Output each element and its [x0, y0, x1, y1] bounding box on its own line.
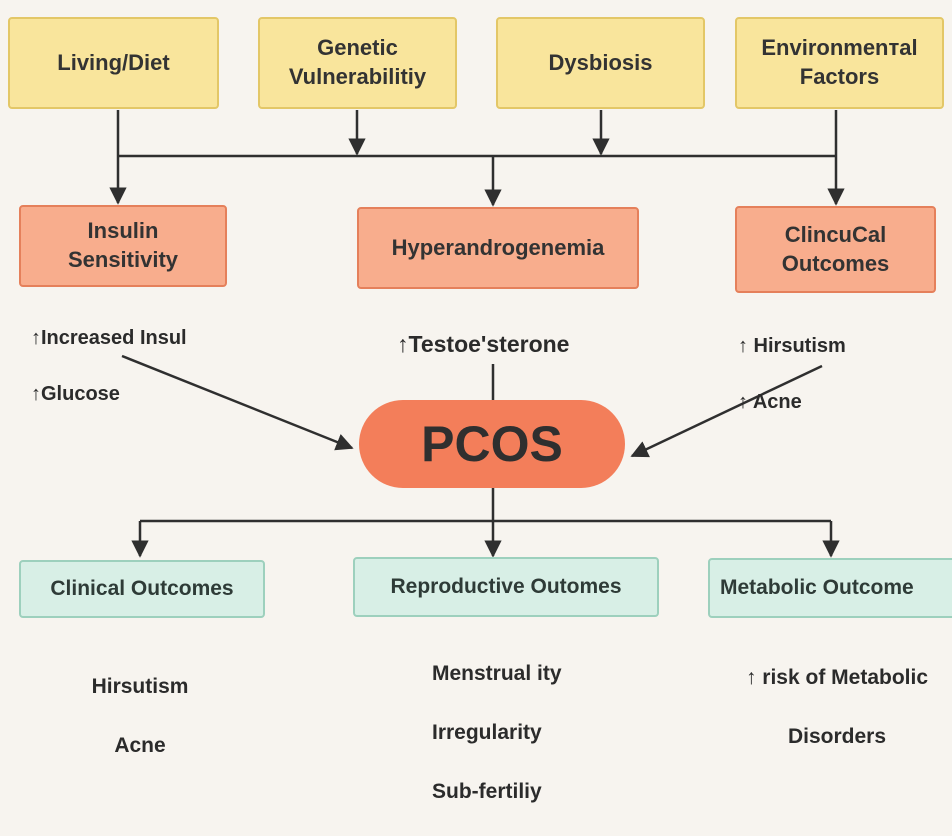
note-menstrual: Menstrual ity [432, 662, 562, 686]
clinical-mech-notes: ↑ Hirsutism ↑ Acne [738, 304, 846, 444]
outcome-clinical: Clinical Outcomes [19, 560, 265, 618]
note-acne-up: ↑ Acne [738, 391, 802, 413]
mechanism-insulin-sensitivity: Insulin Sensitivity [19, 205, 227, 287]
arrow-insulin-to-pcos [121, 354, 354, 451]
cause-dysbiosis: Dysbiosis [496, 17, 705, 109]
outcome-metabolic: Metabolic Outcome [708, 558, 952, 618]
note-testosterone: ↑Testoe'sterone [397, 331, 570, 358]
mechanism-clinical-outcomes: ClincuCal Outcomes [735, 206, 936, 293]
outcome-reproductive: Reproductive Outomes [353, 557, 659, 617]
mechanism-hyperandrogenemia: Hyperandrogenemia [357, 207, 639, 289]
note-disorders: Disorders [787, 725, 887, 749]
cause-environmental-factors: Environmenтal Factors [735, 17, 944, 109]
metabolic-outcome-notes: ↑ risk of Metabolic Disorders [722, 634, 952, 781]
insulin-notes: ↑Increased Insul ↑Glucose [31, 296, 187, 436]
reproductive-outcome-notes: Menstrual ity Irregularity Sub-fertiliy [432, 630, 562, 836]
note-metabolic-risk: ↑ risk of Metabolic [745, 666, 929, 690]
connector-lines [109, 110, 845, 558]
pcos-center-node: PCOS [359, 400, 625, 488]
cause-living-diet: Living/Diet [8, 17, 219, 109]
note-glucose: ↑Glucose [31, 383, 120, 405]
note-hirsutism-up: ↑ Hirsutism [738, 335, 846, 357]
diagram-canvas: Living/Diet Genetic Vulnerabilitiy Dysbi… [8, 17, 952, 803]
note-irregularity: Irregularity [432, 721, 542, 745]
note-increased-insulin: ↑Increased Insul [31, 327, 187, 349]
arrow-clinical-to-pcos [630, 364, 823, 458]
cause-genetic-vulnerability: Genetic Vulnerabilitiy [258, 17, 457, 109]
note-sub-fertility: Sub-fertiliy [432, 779, 542, 803]
note-hirsutism: Hirsutism [91, 675, 189, 699]
clinical-outcome-notes: Hirsutism Acne [70, 643, 210, 790]
